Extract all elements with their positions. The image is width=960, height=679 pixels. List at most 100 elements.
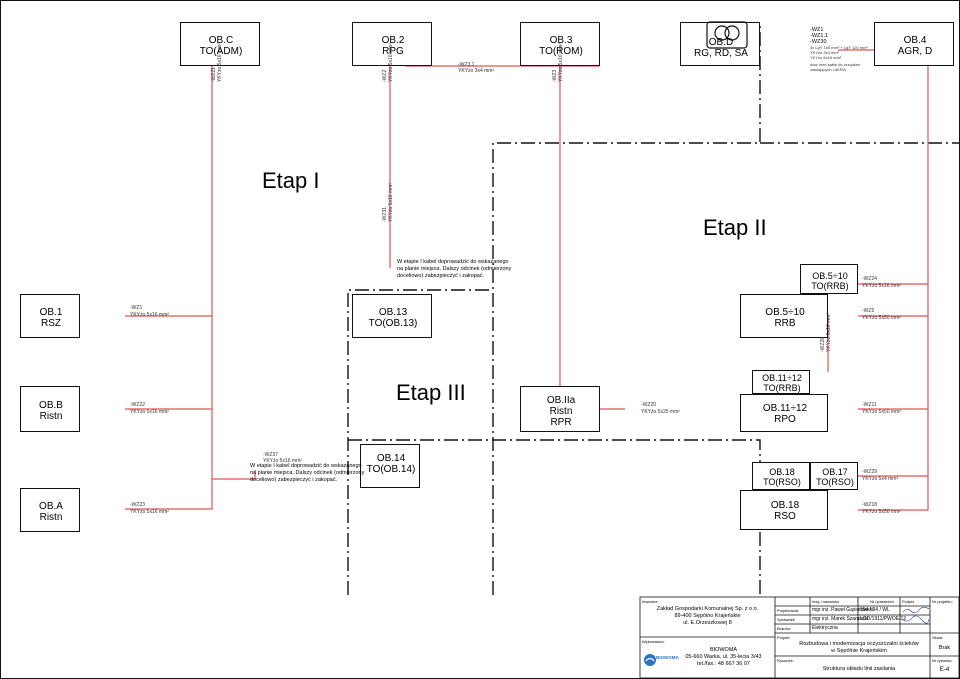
cable-id: -WZ22 bbox=[130, 402, 145, 408]
ob-d-box: OB.D RG, RD, SA bbox=[680, 22, 760, 66]
tb-branch-label: Branża: bbox=[777, 626, 791, 631]
cable-wz23 bbox=[125, 66, 213, 510]
ob-b-label: OB.B Ristn bbox=[39, 400, 63, 422]
ob-18-box: OB.18 RSO bbox=[740, 490, 828, 530]
ob-18-to-box: OB.18 TO(RSO) bbox=[752, 462, 810, 490]
stage3-boundary-bottom bbox=[348, 439, 761, 595]
cable-wz20-label: -WZ20 YKYżo 5x25 mm² bbox=[641, 402, 680, 416]
stage2-boundary bbox=[492, 22, 761, 595]
tb-scale-label: Skala: bbox=[932, 635, 944, 640]
cable-wz29-label: -WZ29 YKYżo 5x4 mm² bbox=[862, 469, 898, 483]
tb-contractor-label: Wykonawca: bbox=[642, 639, 665, 644]
cable-wz24-label: -WZ24 YKYżo 5x16 mm² bbox=[862, 276, 901, 290]
ob-c-label: OB.C TO(ADM) bbox=[199, 35, 243, 57]
cable-id: -WZ23 bbox=[130, 502, 145, 508]
ob-13-box: OB.13 TO(OB.13) bbox=[352, 294, 432, 338]
tb-col-name: Imię i nazwisko bbox=[812, 599, 840, 604]
cable-wz5-label: -WZ5 YKYżo 5x50 mm² bbox=[862, 308, 901, 322]
ob-b-box: OB.B Ristn bbox=[20, 386, 80, 432]
ob-3-box: OB.3 TO(ROM) bbox=[520, 22, 600, 66]
biowoma-logo: BIOWOMA bbox=[643, 650, 679, 670]
cable-id: -WZ1 bbox=[130, 305, 143, 311]
ob-14-label: OB.14 TO(OB.14) bbox=[366, 453, 416, 475]
cable-spec: YKYżo 5x16 mm² bbox=[130, 409, 169, 415]
ob-1-box: OB.1 RSZ bbox=[20, 294, 80, 338]
ob-11-12-label: OB.11÷12 RPO bbox=[762, 403, 808, 425]
stage1-note-wz37: W etapie I kabel doprowadzić do wskazane… bbox=[250, 463, 365, 483]
ob-2-box: OB.2 RPG bbox=[352, 22, 432, 66]
cable-id: -WZ24 bbox=[862, 276, 877, 282]
ob-1-label: OB.1 RSZ bbox=[39, 307, 63, 329]
stage-2-label: Etap II bbox=[703, 215, 767, 240]
cable-spec: YKYżo 5x16 mm² bbox=[263, 458, 302, 464]
ob-5-10-box: OB.5÷10 RRB bbox=[740, 294, 828, 338]
stage3-boundary bbox=[347, 289, 493, 595]
ob-d-label: OB.D RG, RD, SA bbox=[694, 37, 748, 59]
cable-spec: YKYżo 5x25 mm² bbox=[641, 409, 680, 415]
cable-id: -WZ5 bbox=[862, 308, 875, 314]
tb-sheet-label: Nr rysunku: bbox=[932, 658, 953, 663]
stage1-note: W etapie I kabel doprowadzić do wskazane… bbox=[397, 259, 512, 279]
tb-checker: mgr inż. Marek Szamocki bbox=[812, 616, 869, 622]
tb-project: Rozbudowa i modernizacja oczyszczalni śc… bbox=[799, 641, 919, 654]
tb-project-label: Projekt: bbox=[777, 635, 791, 640]
ob-11-12-to-box: OB.11÷12 TO(RRB) bbox=[752, 370, 810, 394]
tb-designer-label: Projektował: bbox=[777, 608, 799, 613]
ob-3-label: OB.3 TO(ROM) bbox=[539, 35, 583, 57]
tb-col-project-no: Nr projektu: bbox=[932, 599, 953, 604]
cable-id: -WZ37 bbox=[263, 452, 278, 458]
cable-spec: YKYżo 5x50 mm² bbox=[862, 509, 901, 515]
cable-wz11-label: -WZ11 YKYżo 5x50 mm² bbox=[862, 402, 901, 416]
ob-5-10-to-box: OB.5÷10 TO(RRB) bbox=[800, 264, 858, 294]
ob-13-label: OB.13 TO(OB.13) bbox=[368, 307, 418, 329]
logo-text: BIOWOMA bbox=[656, 655, 679, 660]
ob-18-label: OB.18 RSO bbox=[770, 500, 800, 522]
ob-5-10-label: OB.5÷10 RRB bbox=[765, 307, 805, 329]
tb-col-license: Nr uprawnień bbox=[870, 599, 894, 604]
tb-drawing-label: Rysunek: bbox=[777, 658, 794, 663]
cable-wz1-label: -WZ1 YKYżo 5x16 mm² bbox=[130, 305, 169, 319]
ob4-feed-spec: 3x LgY 150 mm² + LgY 120 mm² YKYżo 3x4 m… bbox=[810, 45, 868, 60]
cable-wz3-1-label: -WZ3.1 YKYżo 3x4 mm² bbox=[458, 62, 494, 74]
cable-wz37-line bbox=[212, 470, 256, 480]
cable-wz37-label: -WZ37 YKYżo 5x16 mm² bbox=[263, 452, 302, 464]
tb-col-signature: Podpis bbox=[902, 599, 915, 604]
ob-iia-box: OB.IIa Ristn RPR bbox=[520, 386, 600, 432]
ob-a-box: OB.A Ristn bbox=[20, 488, 80, 532]
cable-id: -WZ3.1 bbox=[458, 62, 475, 68]
cable-wz22-label: -WZ22 YKYżo 5x16 mm² bbox=[130, 402, 169, 416]
cables bbox=[125, 49, 929, 511]
cable-id: -WZ11 bbox=[862, 402, 877, 408]
cable-wz23-label: -WZ23 YKYżo 5x16 mm² bbox=[130, 502, 169, 516]
ob-18-to-label: OB.18 TO(RSO) bbox=[763, 467, 801, 487]
ob-17-to-box: OB.17 TO(RSO) bbox=[810, 462, 858, 490]
ob-11-12-to-label: OB.11÷12 TO(RRB) bbox=[762, 373, 802, 393]
cable-id: -WZ18 bbox=[862, 502, 877, 508]
ob-5-10-to-label: OB.5÷10 TO(RRB) bbox=[811, 271, 849, 291]
cable-wz18-label: -WZ18 YKYżo 5x50 mm² bbox=[862, 502, 901, 516]
cable-spec: YKYżo 5x50 mm² bbox=[862, 315, 901, 321]
ob-a-label: OB.A Ristn bbox=[39, 501, 63, 523]
ob4-feed-note: oraz inne kable do urządzeń zasilających… bbox=[810, 62, 861, 72]
tb-scale: Brak bbox=[938, 645, 951, 651]
cable-spec: YKYżo 5x16 mm² bbox=[130, 509, 169, 515]
tb-designer: mgr inż. Paweł Gąsiorowski bbox=[812, 607, 874, 613]
cable-spec: YKYżo 5x16 mm² bbox=[862, 283, 901, 289]
biowoma-logo-icon bbox=[644, 654, 656, 666]
designer-signature bbox=[902, 606, 930, 614]
tb-investor-label: Inwestor: bbox=[642, 599, 659, 604]
cable-spec: YKYżo 5x16 mm² bbox=[130, 312, 169, 318]
ob-17-to-label: OB.17 TO(RSO) bbox=[816, 467, 854, 487]
tb-investor: Zakład Gospodarki Komunalnej Sp. z o.o. … bbox=[656, 606, 759, 626]
stage-1-label: Etap I bbox=[262, 168, 320, 193]
tb-drawing: Struktura układu linii zasilania bbox=[822, 666, 896, 672]
cable-id: -WZ29 bbox=[862, 469, 877, 475]
tb-checker-license: LOD/1911/PWOE/12 bbox=[860, 616, 907, 622]
checker-signature bbox=[902, 615, 930, 624]
ob-14-box: OB.14 TO(OB.14) bbox=[360, 444, 420, 488]
cable-spec: YKYżo 3x4 mm² bbox=[458, 68, 495, 74]
stage-boundaries bbox=[347, 22, 960, 595]
ob-iia-label: OB.IIa Ristn RPR bbox=[546, 395, 576, 428]
